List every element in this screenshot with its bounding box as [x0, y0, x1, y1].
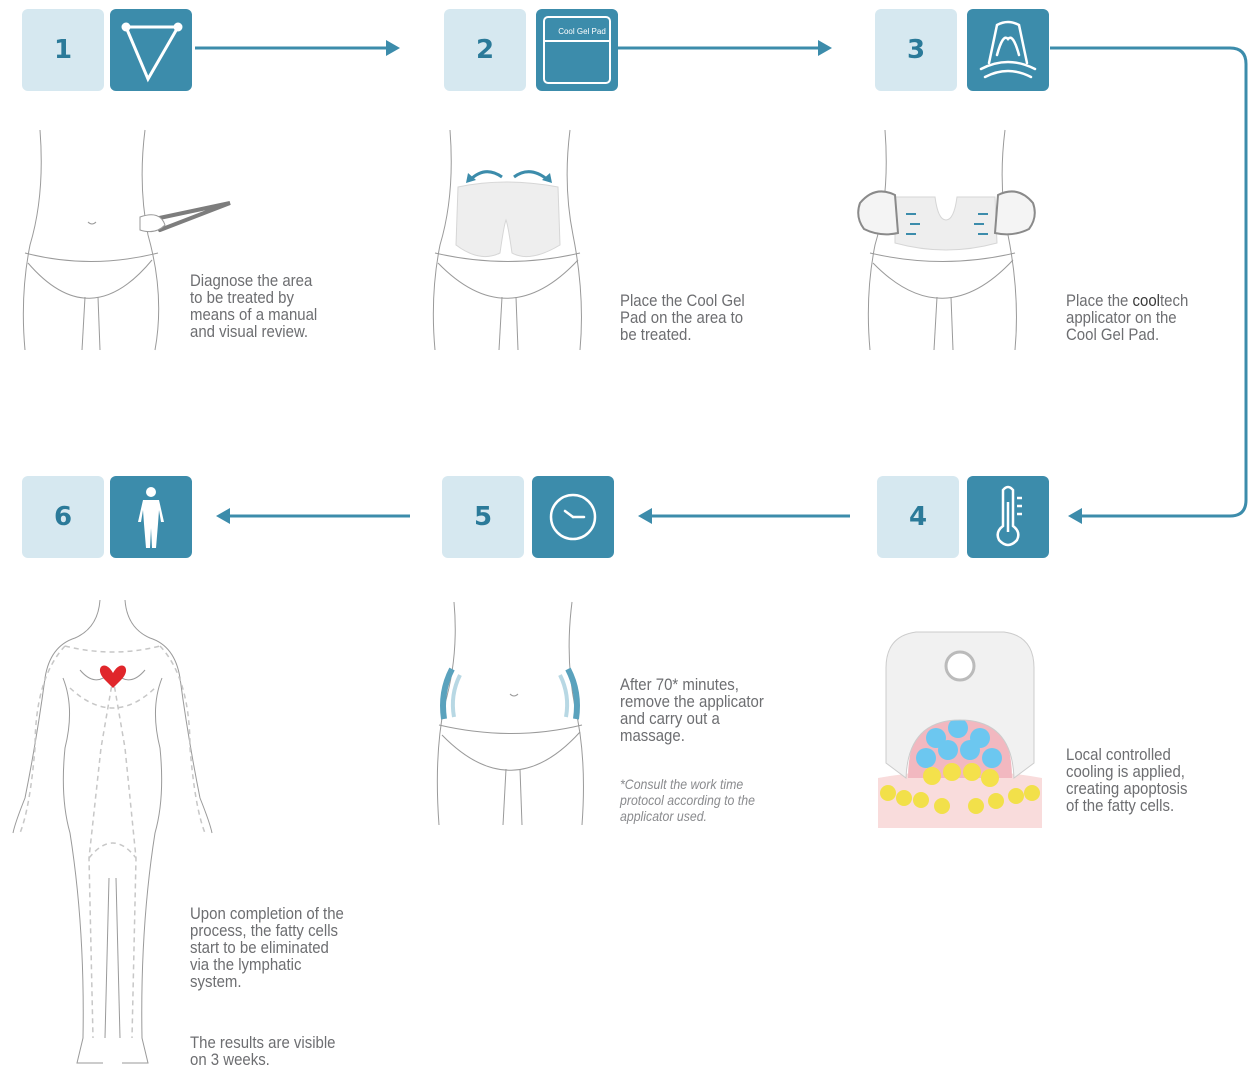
step-6-description: Upon completion of the process, the fatt… [190, 905, 344, 990]
gel-pad-icon [536, 9, 618, 91]
step-number-1: 1 [22, 9, 104, 91]
step-5-footnote: *Consult the work time protocol accordin… [620, 776, 755, 824]
gel-pad-icon-label: Cool Gel Pad [550, 27, 614, 36]
step-5-description: After 70* minutes, remove the applicator… [620, 676, 764, 744]
clock-icon [532, 476, 614, 558]
caliper-icon [110, 9, 192, 91]
full-body-figure [5, 598, 220, 1068]
step-number-4: 4 [877, 476, 959, 558]
torso-figure-3 [850, 125, 1050, 355]
applicator-cross-section [876, 628, 1044, 833]
step-4-description: Local controlled cooling is applied, cre… [1066, 746, 1187, 814]
applicator-icon [967, 9, 1049, 91]
step-3-description: Place the cooltech applicator on the Coo… [1066, 292, 1188, 343]
body-icon [110, 476, 192, 558]
step-number-3: 3 [875, 9, 957, 91]
step-6-results: The results are visible on 3 weeks. [190, 1034, 336, 1068]
torso-figure-2 [430, 125, 590, 355]
step-number-2: 2 [444, 9, 526, 91]
step-number-5: 5 [442, 476, 524, 558]
step-2-description: Place the Cool Gel Pad on the area to be… [620, 292, 745, 343]
step-1-description: Diagnose the area to be treated by means… [190, 272, 317, 340]
step-number-6: 6 [22, 476, 104, 558]
thermometer-icon [967, 476, 1049, 558]
torso-figure-5 [432, 597, 592, 827]
